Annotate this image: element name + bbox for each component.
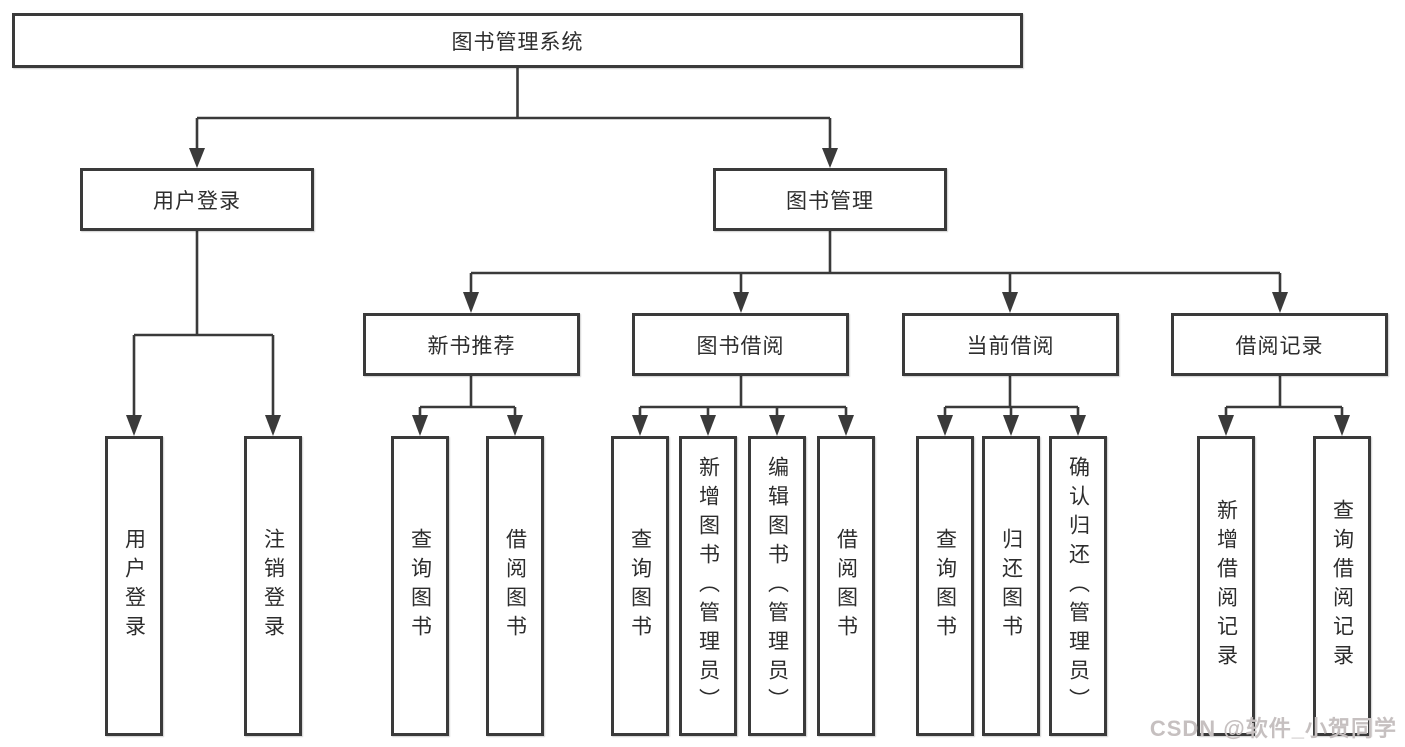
node-new-book-recommend: 新书推荐 (363, 313, 580, 376)
leaf-user-login: 用户登录 (105, 436, 163, 736)
leaf-query-borrow-record: 查询借阅记录 (1313, 436, 1371, 736)
node-book-borrow: 图书借阅 (632, 313, 849, 376)
leaf-query-books-recommend: 查询图书 (391, 436, 449, 736)
node-library-management-system: 图书管理系统 (12, 13, 1023, 68)
leaf-edit-book-admin: 编辑图书（管理员） (748, 436, 806, 736)
node-current-borrow: 当前借阅 (902, 313, 1119, 376)
watermark: CSDN @软件_小贺同学 (1149, 716, 1397, 741)
leaf-query-books-current: 查询图书 (916, 436, 974, 736)
leaf-borrow-books-recommend: 借阅图书 (486, 436, 544, 736)
node-book-management: 图书管理 (713, 168, 947, 231)
node-user-login: 用户登录 (80, 168, 314, 231)
node-borrow-records: 借阅记录 (1171, 313, 1388, 376)
leaf-add-borrow-record: 新增借阅记录 (1197, 436, 1255, 736)
leaf-query-books-borrow: 查询图书 (611, 436, 669, 736)
leaf-confirm-return-admin: 确认归还（管理员） (1049, 436, 1107, 736)
leaf-logout: 注销登录 (244, 436, 302, 736)
leaf-add-book-admin: 新增图书（管理员） (679, 436, 737, 736)
leaf-return-book: 归还图书 (982, 436, 1040, 736)
leaf-borrow-books: 借阅图书 (817, 436, 875, 736)
